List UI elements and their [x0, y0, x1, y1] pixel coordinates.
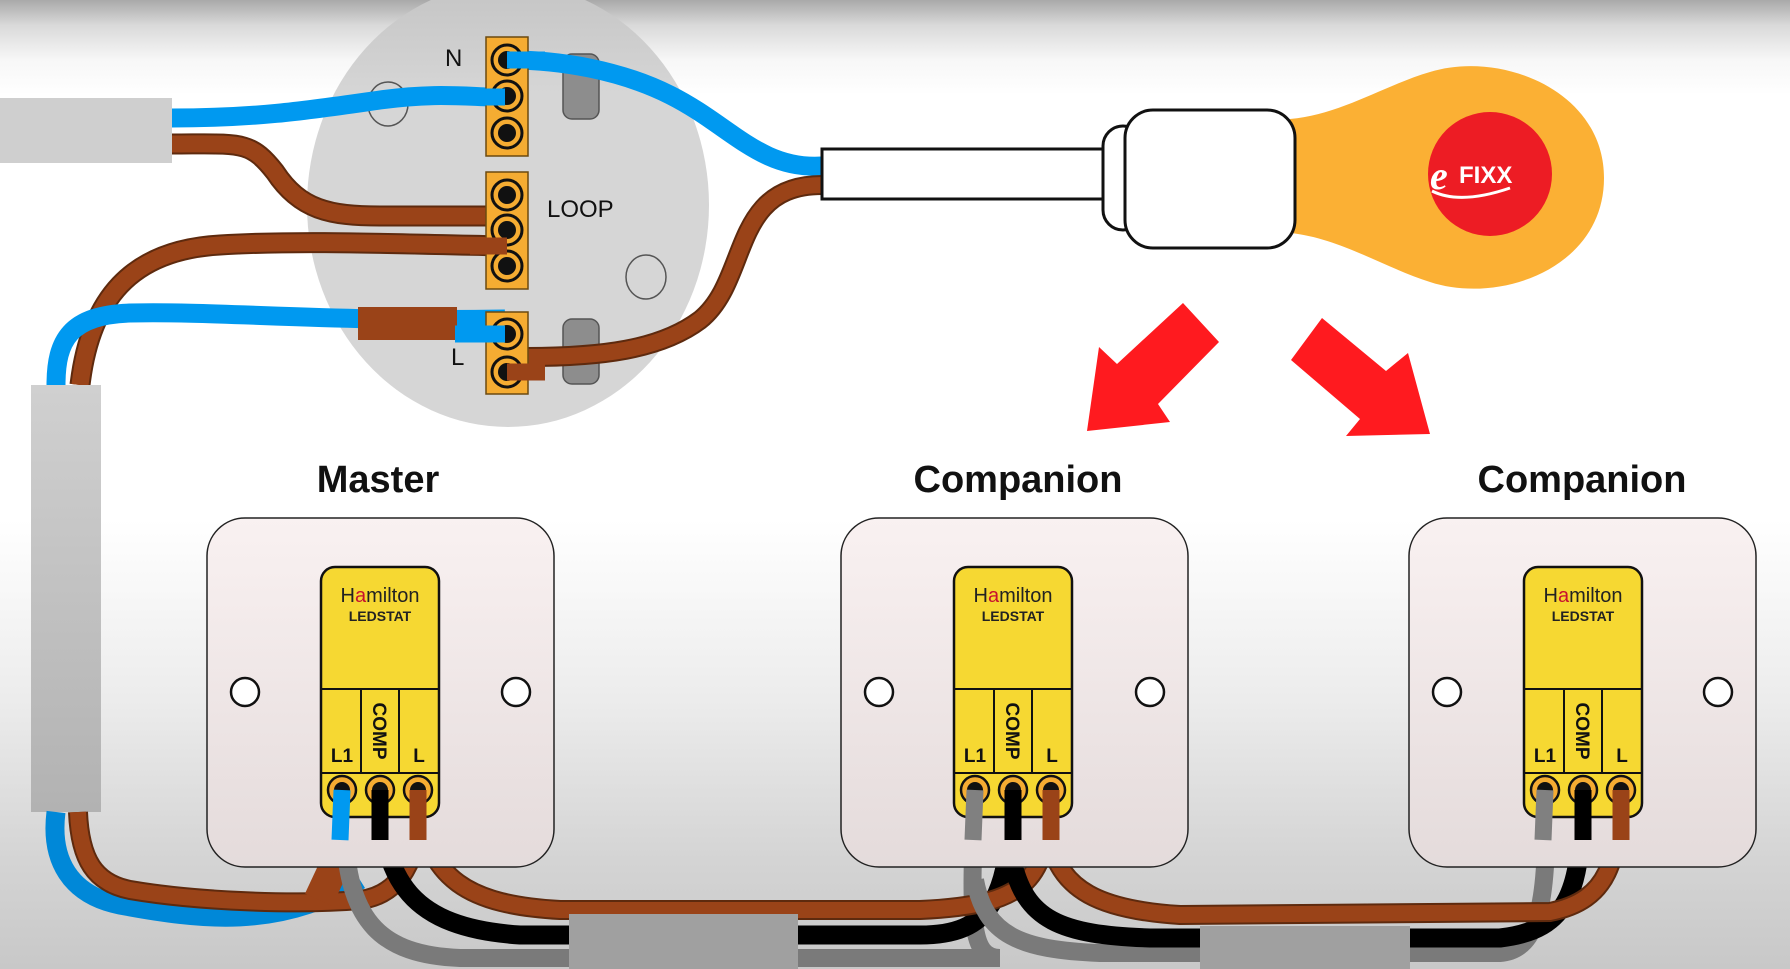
- switch-wire-end: [1534, 789, 1554, 841]
- label-live: L: [451, 344, 464, 371]
- rose-fixing-hole: [625, 254, 667, 300]
- cable-sheath-run-1: [569, 914, 798, 969]
- lamp-holder: [1123, 108, 1297, 250]
- terminal-block-loop: [485, 171, 529, 290]
- terminal-label-l: L: [1046, 746, 1058, 767]
- indicator-arrows: [1087, 303, 1430, 436]
- cable-sheath-supply: [0, 98, 172, 163]
- wire-neutral-supply: [171, 86, 491, 128]
- plate-screw-hole: [500, 676, 532, 708]
- terminal-label-l1: L1: [1534, 746, 1557, 767]
- cable-sheath-run-2: [1200, 926, 1410, 969]
- plate-screw-hole: [1134, 676, 1166, 708]
- switch-title: Companion: [914, 459, 1123, 501]
- model-name: LEDSTAT: [349, 608, 412, 624]
- plate-screw-hole: [229, 676, 261, 708]
- brown-sleeve: [358, 307, 457, 340]
- model-name: LEDSTAT: [1552, 608, 1615, 624]
- plate-screw-hole: [1702, 676, 1734, 708]
- model-name: LEDSTAT: [982, 608, 1045, 624]
- terminal-screw: [498, 221, 516, 239]
- wire-live-supply-fill: [171, 135, 490, 225]
- terminal-block-body: [485, 311, 529, 395]
- terminal-label-l1: L1: [964, 746, 987, 767]
- lamp-flex: [509, 50, 1107, 367]
- terminal-label-l: L: [413, 746, 425, 767]
- wire-grey-run-2: [966, 789, 1556, 962]
- efixx-logo-swoosh: [1431, 186, 1511, 199]
- lamp: e FIXX: [1101, 66, 1604, 289]
- terminal-screw: [498, 186, 516, 204]
- brand-name: Hamilton: [341, 585, 420, 607]
- terminal-screw: [498, 257, 516, 275]
- terminal-block-live: [485, 311, 529, 395]
- terminal-screw-ring: [490, 116, 524, 150]
- terminal-screw-ring: [490, 178, 524, 212]
- switch-title: Companion: [1478, 459, 1687, 501]
- terminal-label-comp: COMP: [368, 703, 389, 760]
- plate-screw-hole: [1431, 676, 1463, 708]
- efixx-logo-text: FIXX: [1459, 162, 1512, 189]
- brand-name: Hamilton: [1544, 585, 1623, 607]
- terminal-label-l: L: [1616, 746, 1628, 767]
- terminal-label-comp: COMP: [1001, 703, 1022, 760]
- label-loop: LOOP: [547, 196, 614, 223]
- rose-terminal-blocks: [455, 36, 545, 395]
- cable-sheath-switch-drop: [31, 385, 101, 812]
- switch-wire-end: [331, 789, 351, 841]
- terminal-screw: [498, 124, 516, 142]
- terminal-label-l1: L1: [331, 746, 354, 767]
- wire-neutral-lamp: [509, 50, 823, 176]
- efixx-logo-circle: [1428, 112, 1552, 236]
- plate-screw-hole: [863, 676, 895, 708]
- terminal-label-comp: COMP: [1571, 703, 1592, 760]
- brand-name: Hamilton: [974, 585, 1053, 607]
- cable-group-top-left: [0, 86, 506, 812]
- label-neutral: N: [445, 45, 462, 72]
- switch-title: Master: [317, 459, 440, 501]
- wire-live-lamp-fill: [526, 177, 823, 365]
- flex-sheath: [820, 147, 1107, 201]
- arrow-down-right-icon: [1291, 318, 1430, 436]
- efixx-logo-e: e: [1430, 153, 1448, 198]
- arrow-down-left-icon: [1087, 303, 1219, 431]
- switch-wire-end: [964, 789, 984, 841]
